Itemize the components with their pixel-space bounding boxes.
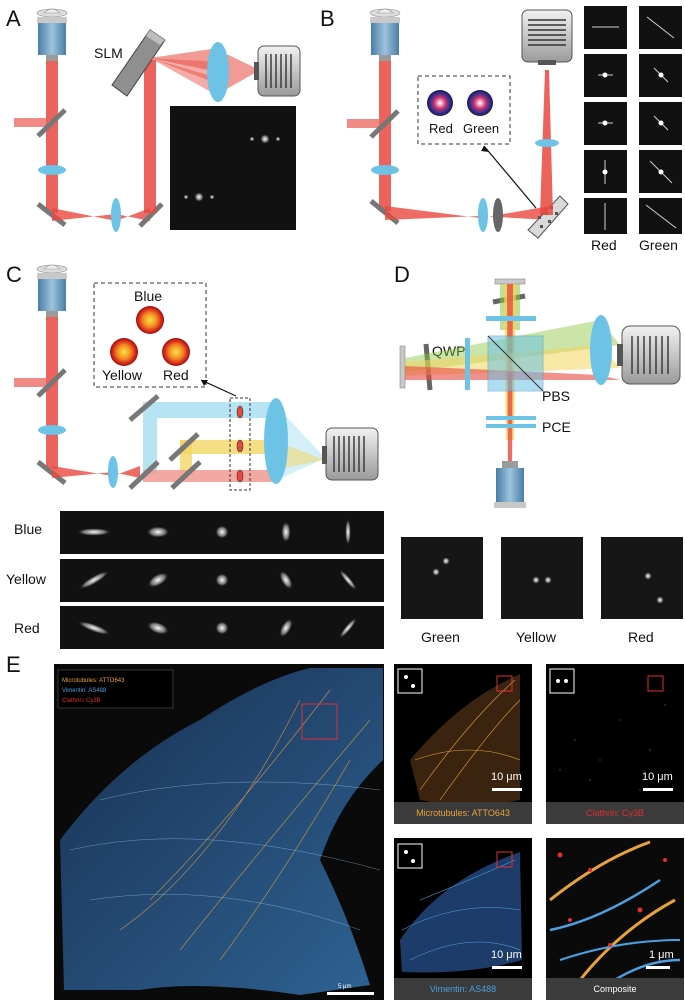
psf-grid-b bbox=[584, 6, 682, 234]
row-label-blue: Blue bbox=[14, 521, 42, 537]
phase-mask-red-icon bbox=[162, 338, 190, 366]
panel-a-letter: A bbox=[6, 6, 21, 31]
tile-caption: Composite bbox=[593, 984, 636, 994]
slm-device bbox=[111, 29, 166, 97]
psf-label-red: Red bbox=[628, 629, 654, 645]
pce-label: PCE bbox=[542, 419, 571, 435]
legend-vimentin: Vimentin: AS488 bbox=[62, 688, 107, 694]
panel-d-letter: D bbox=[394, 262, 410, 287]
panel-b-letter: B bbox=[320, 6, 335, 31]
slm-label: SLM bbox=[94, 45, 123, 61]
tile-clathrin: 10 μm Clathrin: Cy3B bbox=[546, 664, 684, 824]
panel-a: A SLM bbox=[6, 6, 301, 232]
camera-icon bbox=[254, 45, 301, 97]
psf-images-d bbox=[401, 537, 683, 619]
panel-d: D QWP PBS PCE bbox=[394, 262, 683, 645]
pbs-label: PBS bbox=[542, 388, 570, 404]
panel-e-letter: E bbox=[6, 652, 21, 677]
phase-label-red: Red bbox=[163, 367, 189, 383]
qwp-label: QWP bbox=[432, 343, 465, 359]
phase-label-red: Red bbox=[429, 121, 453, 136]
camera-icon bbox=[521, 9, 573, 65]
camera-icon bbox=[617, 325, 681, 385]
cell-image-main: Microtubules: ATTO643 Vimentin: AS488 Cl… bbox=[54, 664, 384, 1000]
tile-caption: Microtubules: ATTO643 bbox=[416, 808, 510, 818]
phase-mask-red-icon bbox=[427, 90, 453, 116]
legend-clathrin: Clathrin: Cy3B bbox=[62, 698, 101, 704]
phase-mask-blue-icon bbox=[136, 306, 164, 334]
tile-scale-label: 10 μm bbox=[491, 949, 522, 961]
objective-icon bbox=[36, 8, 68, 61]
phase-label-green: Green bbox=[463, 121, 499, 136]
phase-label-blue: Blue bbox=[134, 288, 162, 304]
row-label-red: Red bbox=[14, 620, 40, 636]
panel-b: B bbox=[320, 6, 682, 253]
objective-icon bbox=[36, 264, 68, 317]
psf-strips-c bbox=[60, 511, 384, 649]
panel-c: C bbox=[6, 262, 384, 649]
phase-label-yellow: Yellow bbox=[102, 367, 143, 383]
main-scale-label: 5 μm bbox=[338, 984, 351, 990]
phase-mask-yellow-icon bbox=[110, 338, 138, 366]
psf-image-a bbox=[170, 106, 296, 230]
pbs-cube bbox=[487, 335, 544, 392]
column-label-green: Green bbox=[639, 237, 678, 253]
phase-mask-green-icon bbox=[467, 90, 493, 116]
tile-scale-label: 10 μm bbox=[491, 771, 522, 783]
tile-scale-label: 1 μm bbox=[649, 949, 674, 961]
tile-composite: 1 μm Composite bbox=[546, 838, 684, 1000]
objective-icon bbox=[369, 8, 401, 61]
panel-c-letter: C bbox=[6, 262, 22, 287]
column-label-red: Red bbox=[591, 237, 617, 253]
tile-caption: Clathrin: Cy3B bbox=[586, 808, 644, 818]
camera-icon bbox=[322, 427, 379, 481]
tile-scale-label: 10 μm bbox=[642, 771, 673, 783]
tile-vimentin: 10 μm Vimentin: AS488 bbox=[394, 838, 532, 1000]
objective-icon bbox=[494, 461, 526, 508]
psf-label-green: Green bbox=[421, 629, 460, 645]
tile-microtubules: 10 μm Microtubules: ATTO643 bbox=[394, 664, 532, 824]
panel-e: E Microtubules: ATTO643 Vimentin: AS488 … bbox=[6, 652, 684, 1000]
tile-caption: Vimentin: AS488 bbox=[430, 984, 496, 994]
row-label-yellow: Yellow bbox=[6, 571, 47, 587]
legend-microtubules: Microtubules: ATTO643 bbox=[62, 678, 125, 684]
psf-label-yellow: Yellow bbox=[516, 629, 557, 645]
